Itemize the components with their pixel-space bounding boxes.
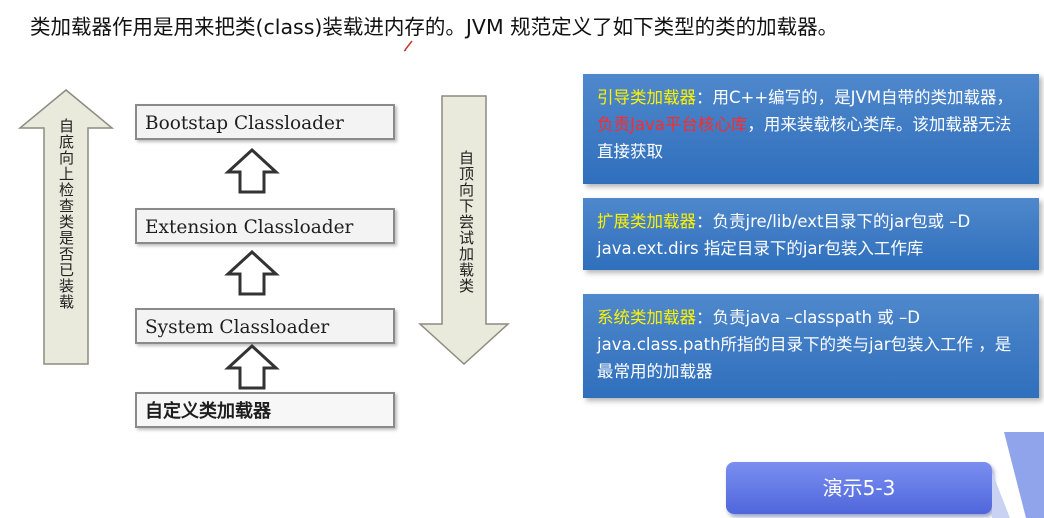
up-arrow-icon	[224, 250, 280, 296]
card-text: ：负责jre/lib/ext目录下的jar包或 –D java.ext.dirs…	[597, 212, 971, 258]
top-down-arrow-label: 自顶向下尝试加载类	[457, 150, 475, 294]
extension-loader-card: 扩展类加载器：负责jre/lib/ext目录下的jar包或 –D java.ex…	[583, 198, 1039, 270]
system-loader-card: 系统类加载器：负责java –classpath 或 –D java.class…	[583, 294, 1039, 398]
card-text: ：负责java –classpath 或 –D java.class.path所…	[597, 308, 1012, 381]
up-arrow-icon	[224, 148, 280, 194]
bottom-up-arrow-label: 自底向上检查类是否已装载	[57, 118, 75, 310]
card-title: 扩展类加载器	[597, 212, 696, 231]
bootstrap-loader-card: 引导类加载器：用C++编写的，是JVM自带的类加载器， 负责Java平台核心库，用…	[583, 74, 1039, 184]
card-title: 引导类加载器	[597, 88, 696, 107]
system-classloader-box: System Classloader	[135, 308, 395, 344]
card-text: ，用来装载核心类库。该加载器无法直接获取	[597, 115, 1012, 161]
corner-decoration	[992, 432, 1044, 518]
custom-classloader-box: 自定义类加载器	[135, 392, 395, 428]
top-down-arrow-icon	[418, 95, 510, 366]
bottom-up-arrow-icon	[18, 89, 114, 365]
demo-button[interactable]: 演示5-3	[726, 462, 992, 514]
extension-classloader-box: Extension Classloader	[135, 208, 395, 244]
pen-cursor-icon	[403, 40, 413, 52]
card-title: 系统类加载器	[597, 308, 696, 327]
card-highlight-text: 负责Java平台核心库	[597, 115, 748, 134]
bootstrap-classloader-box: Bootstap Classloader	[135, 104, 395, 140]
card-text: ：用C++编写的，是JVM自带的类加载器，	[696, 88, 1014, 107]
up-arrow-icon	[224, 344, 280, 390]
page-heading: 类加载器作用是用来把类(class)装载进内存的。JVM 规范定义了如下类型的类…	[30, 15, 839, 39]
